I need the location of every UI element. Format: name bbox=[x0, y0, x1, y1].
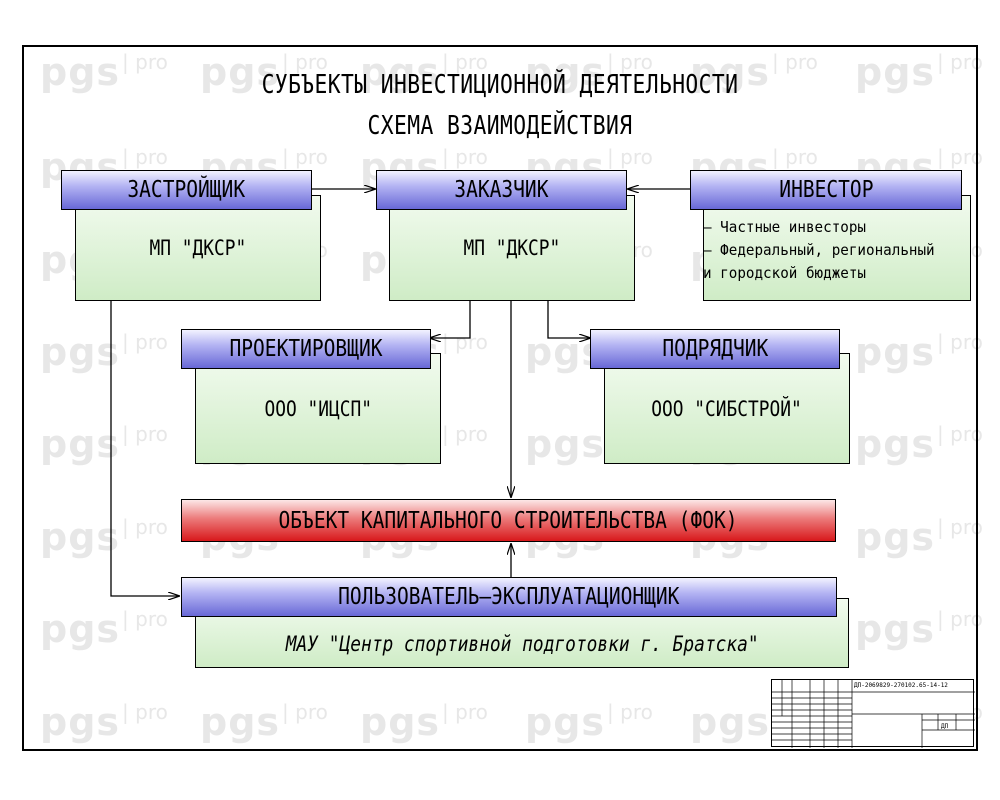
developer-name: МП "ДКСР" bbox=[149, 236, 247, 260]
title-block-stamp: ДП-2069829-270102.65-14-12 ДП bbox=[771, 679, 975, 748]
user-header: ПОЛЬЗОВАТЕЛЬ–ЭКСПЛУАТАЦИОНЩИК bbox=[181, 577, 837, 617]
contractor-body: ООО "СИБСТРОЙ" bbox=[604, 353, 850, 464]
developer-header: ЗАСТРОЙЩИК bbox=[61, 170, 312, 210]
drawing-frame bbox=[22, 45, 978, 751]
investor-header: ИНВЕСТОР bbox=[690, 170, 962, 210]
investor-item-budget: – Федеральный, региональный bbox=[703, 241, 935, 259]
designer-body: ООО "ИЦСП" bbox=[195, 353, 441, 464]
diagram-subtitle: СХЕМА ВЗАИМОДЕЙСТВИЯ bbox=[367, 111, 633, 141]
diagram-title: СУБЪЕКТЫ ИНВЕСТИЦИОННОЙ ДЕЯТЕЛЬНОСТИ bbox=[261, 70, 739, 100]
designer-name: ООО "ИЦСП" bbox=[264, 396, 372, 421]
investor-item-private: – Частные инвесторы bbox=[703, 218, 867, 236]
contractor-name: ООО "СИБСТРОЙ" bbox=[651, 396, 803, 421]
arrow-customer-designer bbox=[430, 300, 471, 338]
user-name: МАУ "Центр спортивной подготовки г. Брат… bbox=[285, 632, 759, 656]
contractor-title: ПОДРЯДЧИК bbox=[662, 336, 768, 362]
customer-title: ЗАКАЗЧИК bbox=[454, 177, 549, 203]
investor-title: ИНВЕСТОР bbox=[778, 177, 874, 203]
capital-object-label: ОБЪЕКТ КАПИТАЛЬНОГО СТРОИТЕЛЬСТВА (ФОК) bbox=[278, 507, 739, 534]
developer-title: ЗАСТРОЙЩИК bbox=[127, 177, 246, 203]
designer-title: ПРОЕКТИРОВЩИК bbox=[229, 336, 383, 362]
arrow-customer-contractor bbox=[547, 300, 590, 338]
stamp-sheet-code: ДП bbox=[941, 723, 949, 730]
contractor-header: ПОДРЯДЧИК bbox=[590, 329, 840, 369]
customer-header: ЗАКАЗЧИК bbox=[376, 170, 627, 210]
investor-item-budget-cont: и городской бюджеты bbox=[703, 264, 867, 282]
developer-body: МП "ДКСР" bbox=[75, 195, 321, 301]
investor-list: – Частные инвесторы – Федеральный, регио… bbox=[703, 216, 935, 285]
designer-header: ПРОЕКТИРОВЩИК bbox=[181, 329, 431, 369]
customer-body: МП "ДКСР" bbox=[389, 195, 635, 301]
stamp-grid bbox=[772, 680, 975, 748]
user-title: ПОЛЬЗОВАТЕЛЬ–ЭКСПЛУАТАЦИОНЩИК bbox=[338, 584, 680, 610]
stamp-document-code: ДП-2069829-270102.65-14-12 bbox=[854, 682, 948, 689]
capital-object-box: ОБЪЕКТ КАПИТАЛЬНОГО СТРОИТЕЛЬСТВА (ФОК) bbox=[181, 499, 836, 542]
customer-name: МП "ДКСР" bbox=[463, 236, 561, 260]
arrow-developer-user bbox=[110, 300, 179, 596]
